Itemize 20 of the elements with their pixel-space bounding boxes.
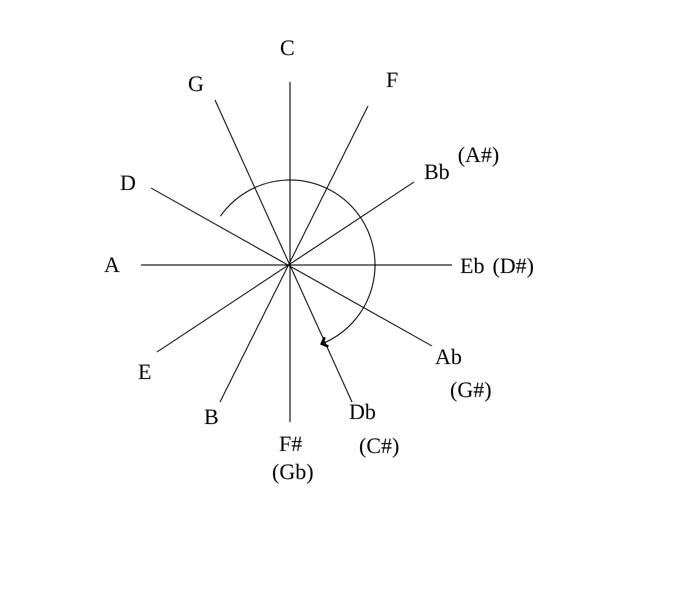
note-label: Db xyxy=(349,401,376,423)
spoke-line xyxy=(214,100,352,402)
enharmonic-label: (Gb) xyxy=(272,461,314,483)
spoke-line xyxy=(220,106,368,402)
note-label: C xyxy=(280,37,295,59)
note-label: F xyxy=(386,69,398,91)
note-label: E xyxy=(138,361,152,383)
enharmonic-label: (D#) xyxy=(492,255,534,277)
note-label: Ab xyxy=(435,346,462,368)
note-label: Bb xyxy=(424,161,450,183)
note-label: D xyxy=(120,172,136,194)
enharmonic-label: (C#) xyxy=(359,435,400,457)
spoke-line xyxy=(140,264,452,266)
note-label: Eb xyxy=(460,255,484,277)
note-label: A xyxy=(104,254,120,276)
enharmonic-label: (G#) xyxy=(450,379,492,401)
note-label: B xyxy=(204,406,219,428)
enharmonic-label: (A#) xyxy=(458,144,500,166)
note-label: F# xyxy=(279,433,302,455)
note-label: G xyxy=(188,73,204,95)
